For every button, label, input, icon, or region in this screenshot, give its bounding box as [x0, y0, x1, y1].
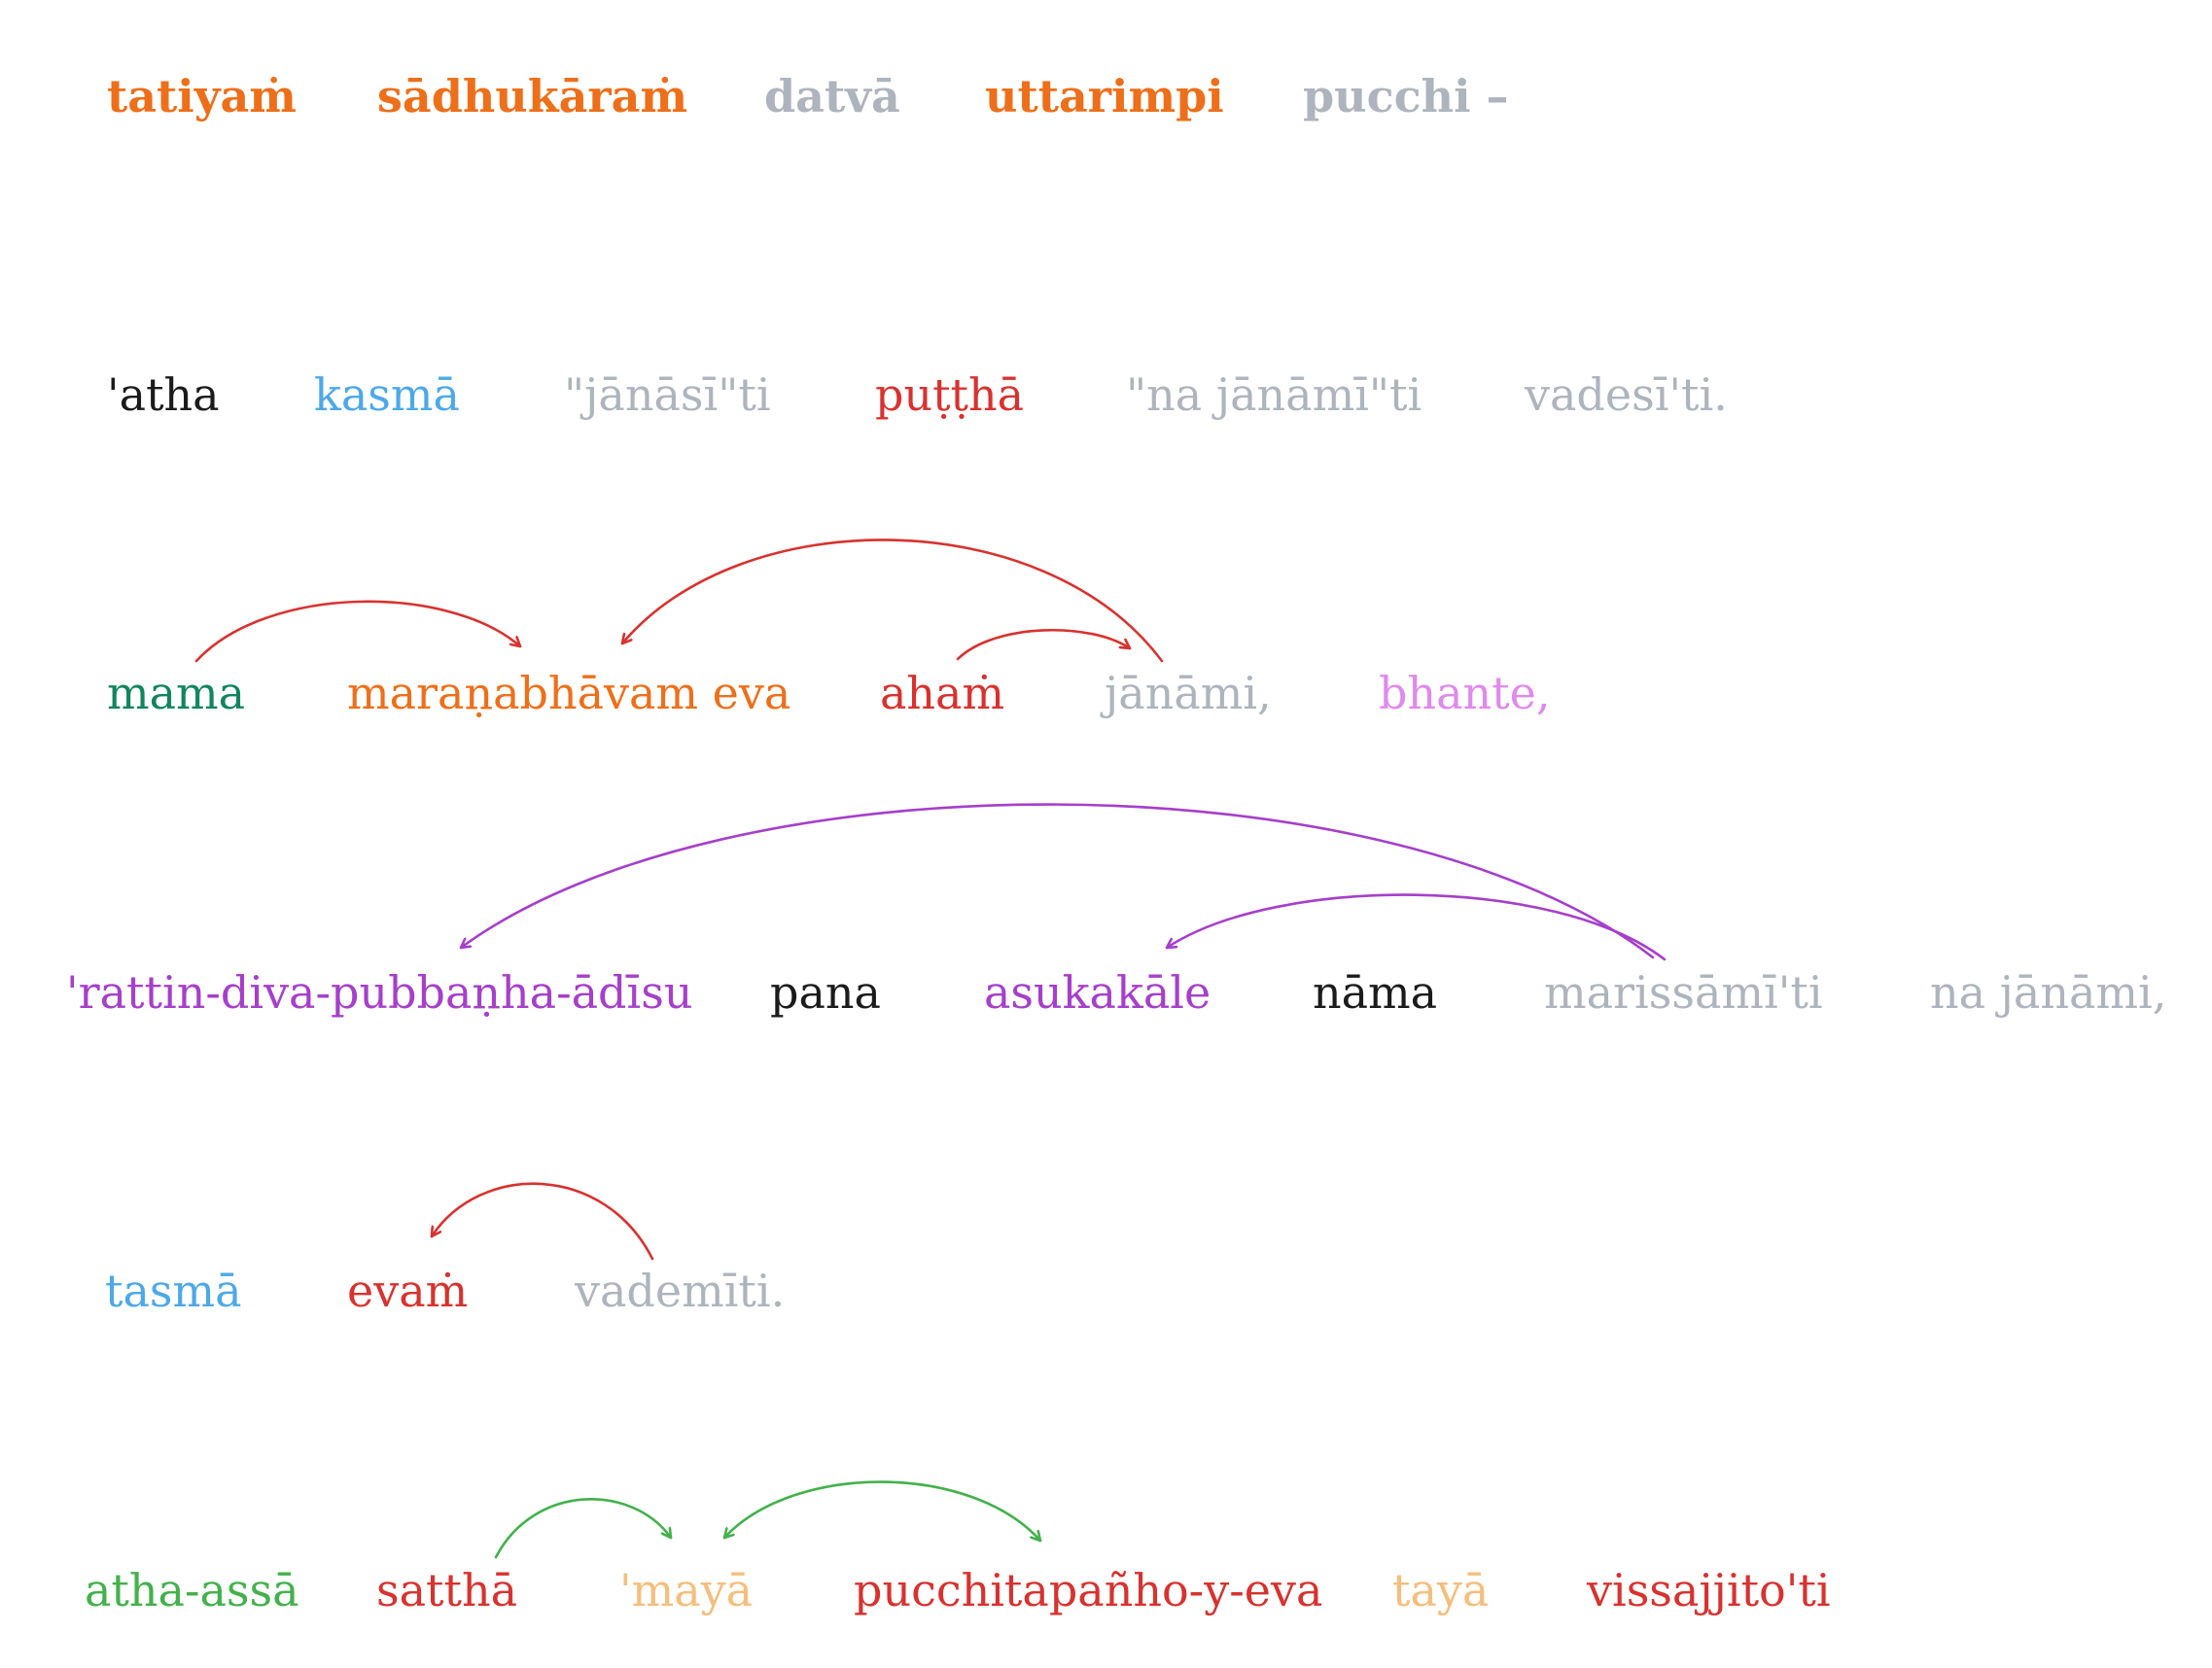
dependency-arc-s5-1	[430, 1182, 654, 1261]
token-s4-w3: asukakāle	[984, 966, 1211, 1019]
token-s1-w4: uttarimpi	[985, 70, 1224, 122]
token-s2-w3: "jānāsī"ti	[564, 368, 771, 421]
token-s3-w4: jānāmi,	[1105, 667, 1272, 719]
token-s4-w2: pana	[770, 966, 881, 1019]
token-s4-w1: 'rattin-diva-pubbaṇha-ādīsu	[66, 966, 693, 1019]
token-s3-w5: bhante,	[1379, 667, 1551, 719]
dependency-arc-s4-1	[459, 803, 1655, 959]
token-s1-w3: datvā	[764, 70, 900, 122]
token-s3-w1: mama	[107, 667, 246, 719]
token-s2-w6: vadesī'ti.	[1525, 368, 1728, 421]
dependency-arc-s3-3	[956, 628, 1132, 661]
token-s2-w4: puṭṭhā	[875, 368, 1025, 421]
dependency-arc-s3-1	[194, 600, 522, 663]
token-s4-w6: na jānāmi,	[1930, 966, 2167, 1019]
token-s5-w2: evaṁ	[347, 1265, 469, 1317]
token-s3-w2: maraṇabhāvam eva	[347, 667, 791, 719]
token-s3-w3: ahaṁ	[880, 667, 1005, 719]
token-s5-w1: tasmā	[105, 1265, 242, 1317]
token-s2-w5: "na jānāmī"ti	[1126, 368, 1422, 421]
token-s4-w5: marissāmī'ti	[1544, 966, 1823, 1019]
dependency-arc-s3-2	[620, 539, 1164, 663]
token-s6-w2: satthā	[376, 1564, 518, 1616]
token-s6-w5: tayā	[1392, 1564, 1490, 1616]
token-s6-w6: vissajjito'ti	[1587, 1564, 1831, 1616]
token-s1-w2: sādhukāraṁ	[377, 70, 688, 122]
token-s4-w4: nāma	[1313, 966, 1438, 1019]
dependency-arc-s6-2	[722, 1480, 1042, 1543]
token-s5-w3: vademīti.	[575, 1265, 786, 1317]
token-s2-w1: 'atha	[107, 368, 220, 421]
dependency-arc-s6-1	[494, 1498, 673, 1559]
token-s2-w2: kasmā	[314, 368, 460, 421]
token-s6-w1: atha-assā	[85, 1564, 299, 1616]
token-s6-w4: pucchitapañho-y-eva	[854, 1564, 1323, 1616]
dependency-arc-s4-2	[1165, 893, 1667, 961]
token-s6-w3: 'mayā	[619, 1564, 754, 1616]
token-s1-w1: tatiyaṁ	[107, 70, 297, 122]
token-s1-w5: pucchi –	[1303, 70, 1509, 122]
